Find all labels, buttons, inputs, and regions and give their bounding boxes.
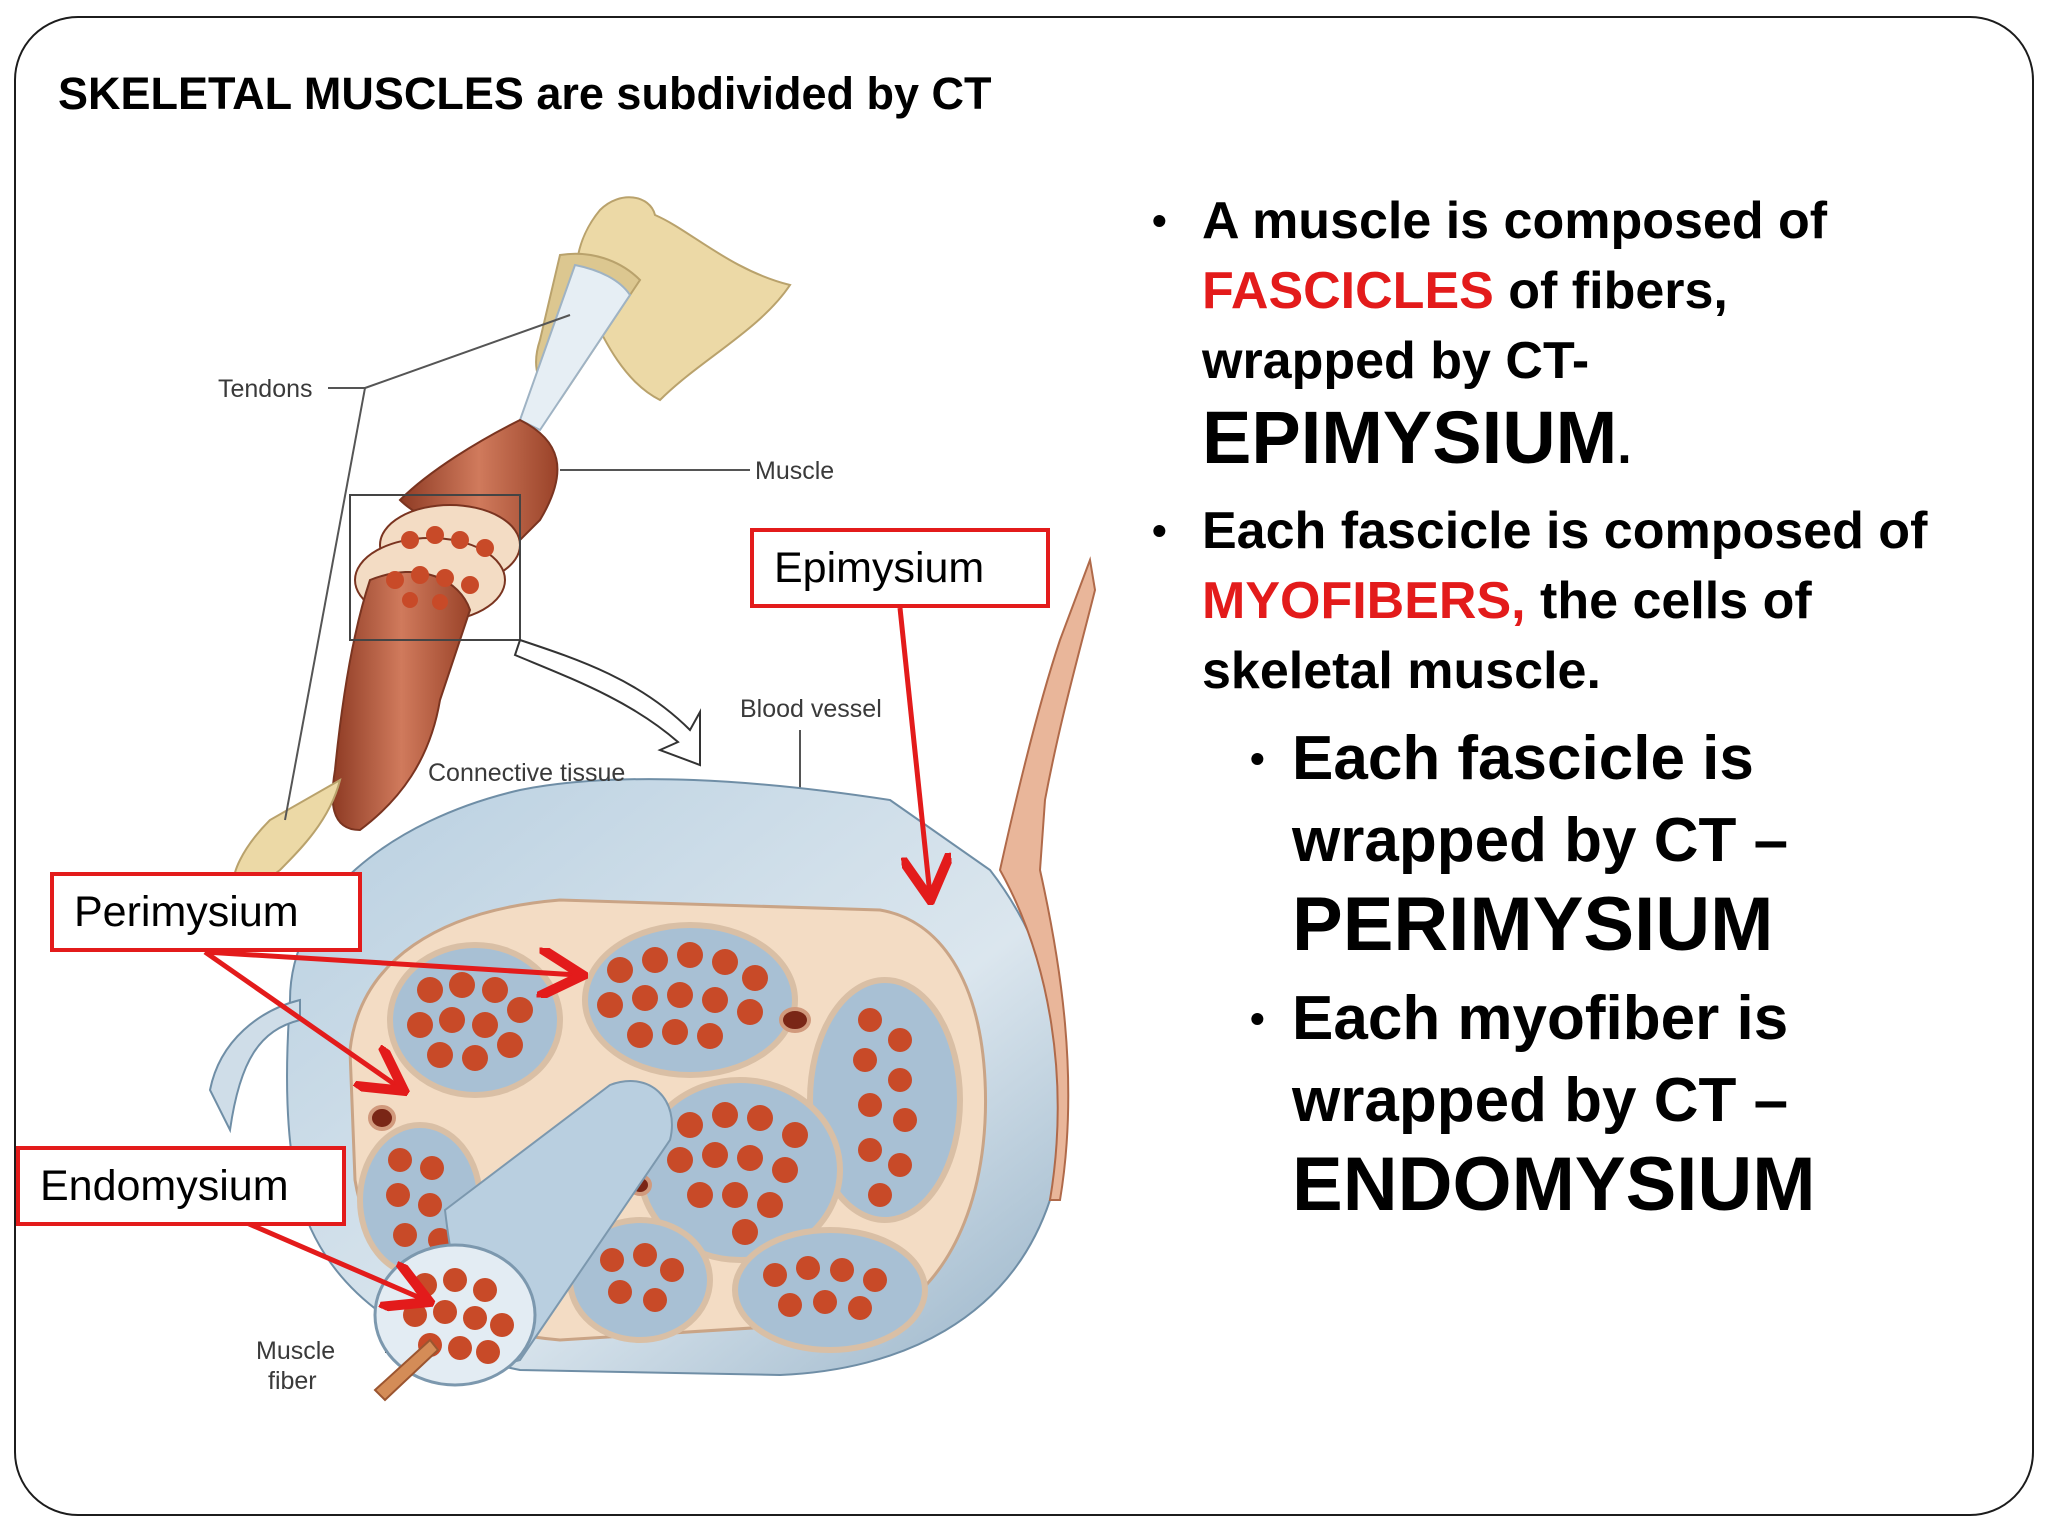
muscle-diagram: Tendons Muscle Blood vessel Connective t…	[16, 196, 1097, 1402]
fascicles-term: FASCICLES	[1202, 262, 1494, 320]
bullet-line: skeletal muscle.	[1202, 642, 1601, 700]
bullet-line: wrapped by CT-	[1202, 332, 1590, 390]
bullet-list: • A muscle is composed of FASCICLES of f…	[1140, 186, 2020, 1228]
bullet-dot: •	[1250, 735, 1265, 782]
bullet-dot: •	[1152, 197, 1167, 244]
muscle-illustration	[203, 196, 1097, 1402]
tendons-label: Tendons	[218, 375, 313, 403]
bullet-line: A muscle is composed of	[1202, 192, 1828, 250]
zoom-arrow	[513, 638, 701, 767]
bullet-line: FASCICLES of fibers,	[1202, 262, 1728, 320]
blood-vessel-label: Blood vessel	[740, 695, 882, 723]
callout-arrows	[203, 607, 930, 1300]
muscle-cross-section	[208, 556, 1097, 1402]
endomysium-term: ENDOMYSIUM	[1292, 1142, 1816, 1227]
perimysium-callout: Perimysium	[50, 872, 362, 952]
bullet-line: wrapped by CT –	[1292, 1066, 1789, 1135]
bullet-dot: •	[1152, 507, 1167, 554]
epimysium-callout: Epimysium	[750, 528, 1050, 608]
bullet-line: Each fascicle is	[1292, 724, 1754, 793]
perimysium-term: PERIMYSIUM	[1292, 882, 1774, 967]
subbullet-endomysium: • Each myofiber is wrapped by CT – ENDOM…	[1140, 978, 2020, 1228]
muscle-fiber-label-line2: fiber	[268, 1367, 317, 1395]
subbullet-perimysium: • Each fascicle is wrapped by CT – PERIM…	[1140, 718, 2020, 968]
myofibers-term: MYOFIBERS,	[1202, 572, 1526, 630]
bullet-line: wrapped by CT –	[1292, 806, 1789, 875]
bullet-fascicles: • A muscle is composed of FASCICLES of f…	[1140, 186, 2020, 488]
epimysium-term: EPIMYSIUM.	[1202, 396, 1632, 479]
bullet-myofibers: • Each fascicle is composed of MYOFIBERS…	[1140, 496, 2020, 706]
bullet-line: Each myofiber is	[1292, 984, 1789, 1053]
bullet-dot: •	[1250, 995, 1265, 1042]
slide-title: SKELETAL MUSCLES are subdivided by CT	[58, 68, 992, 119]
connective-tissue-label: Connective tissue	[428, 759, 626, 787]
muscle-fiber-label-line1: Muscle	[256, 1337, 336, 1365]
muscle-belly	[232, 418, 559, 902]
upper-tendon-bone	[518, 196, 792, 432]
muscle-label: Muscle	[755, 457, 835, 485]
bullet-line: Each fascicle is composed of	[1202, 502, 1928, 560]
endomysium-callout: Endomysium	[16, 1146, 346, 1226]
bullet-line: MYOFIBERS, the cells of	[1202, 572, 1812, 630]
